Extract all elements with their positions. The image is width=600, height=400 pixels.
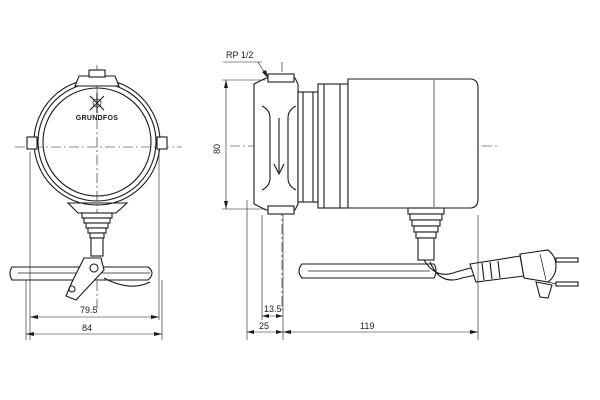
side-cable-gland: [407, 207, 445, 261]
dimension-offset-small: 13.5: [264, 304, 282, 314]
side-base-bracket: [298, 263, 437, 279]
arrow-25-left: [247, 330, 254, 334]
front-right-lug: [156, 136, 168, 150]
front-dimensions: 79.5 84: [25, 150, 163, 340]
grundfos-logo-icon: [89, 93, 105, 113]
plug-grip: [535, 281, 553, 299]
front-mount-hole-bottom: [68, 285, 76, 293]
plug-body-mid: [539, 253, 547, 281]
port-top: [267, 73, 295, 83]
port-bottom: [267, 205, 295, 215]
front-base-bracket: [9, 266, 153, 281]
front-view: GRUNDFOS: [9, 65, 182, 310]
front-inner-ring: [42, 87, 152, 197]
flow-arrow-icon: [273, 118, 285, 176]
arrow-80-top: [224, 80, 228, 88]
brand-logo-text: GRUNDFOS: [76, 115, 118, 122]
pump-body-waist-right: [287, 105, 297, 191]
arrow-79-5-left: [30, 315, 38, 319]
arrow-80-bottom: [224, 201, 228, 209]
union-nut-detail: [302, 92, 314, 202]
front-cable-gland: [81, 212, 113, 257]
plug-pin-top: [555, 257, 579, 263]
dimension-width-inner: 79.5: [80, 305, 98, 315]
arrow-84-right: [154, 332, 162, 336]
arrow-79-5-right: [151, 315, 159, 319]
collar-flange: [317, 83, 349, 209]
dimension-height: 80: [212, 144, 222, 154]
front-mount-hole-top: [89, 263, 99, 273]
pump-body: [253, 77, 299, 211]
dimension-motor-length: 119: [360, 321, 374, 331]
motor-housing: [347, 78, 479, 209]
front-mount-plate: [65, 257, 105, 301]
power-cable: [423, 259, 479, 275]
front-top-tab: [88, 69, 106, 78]
pump-body-waist: [261, 105, 271, 191]
arrow-84-left: [26, 332, 34, 336]
front-left-lug: [26, 136, 38, 150]
dimension-width-outer: 84: [82, 323, 92, 333]
plug-pin-bottom: [555, 281, 579, 287]
plug-pin-bottom-link: [547, 281, 557, 285]
arrow-119-left: [283, 330, 291, 334]
side-view: [230, 62, 579, 310]
side-dimensions: 80 RP 1/2 13.5 25 119: [212, 50, 479, 340]
collar-flange-chamfer: [323, 84, 341, 208]
power-plug: [519, 249, 557, 283]
arrow-13-5-right: [276, 314, 283, 318]
strain-relief-ribs: [481, 260, 501, 281]
arrow-119-right: [470, 330, 478, 334]
front-cable-support: [66, 202, 129, 214]
arrow-25-right: [276, 330, 283, 334]
power-cable-lower: [429, 261, 481, 281]
front-cable-exit: [103, 277, 151, 287]
union-nut: [297, 91, 319, 203]
front-top-clip: [74, 75, 120, 87]
dimension-flange-width: 25: [259, 321, 269, 331]
thread-size-label: RP 1/2: [226, 50, 253, 60]
thread-leader-arrow: [262, 70, 268, 78]
arrow-13-5-left: [262, 314, 269, 318]
